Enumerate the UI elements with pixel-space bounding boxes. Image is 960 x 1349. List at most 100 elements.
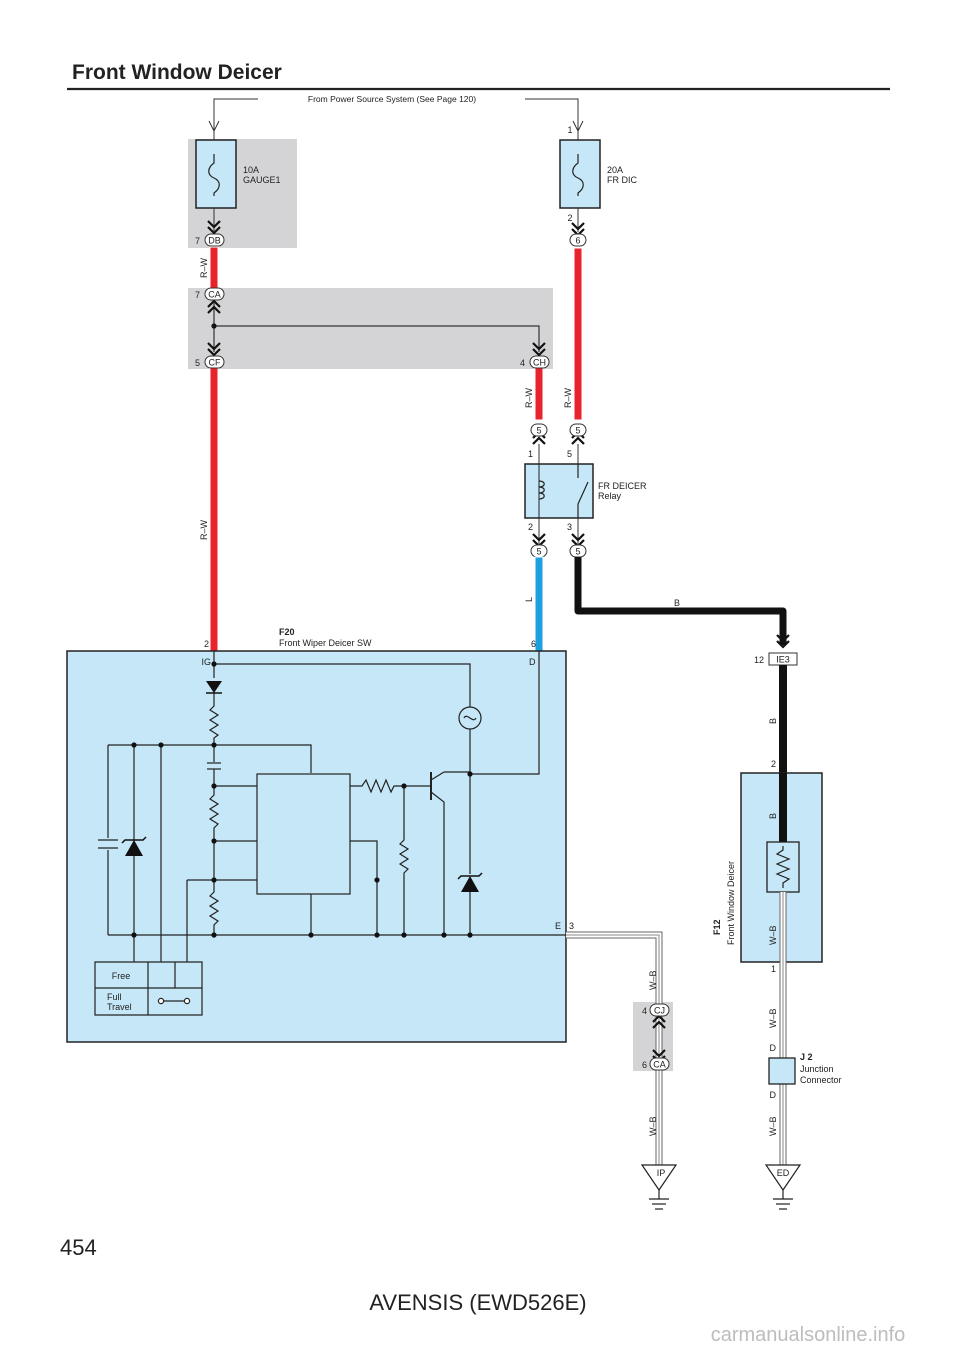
- switch-pin-d-num: 6: [531, 639, 536, 649]
- connector-6: 6: [569, 233, 587, 247]
- relay-coil-icon: [538, 480, 545, 500]
- fr-deicer-relay: [524, 463, 594, 519]
- switch-internal-circuit: [94, 651, 566, 1016]
- black-wire: [574, 557, 787, 645]
- svg-text:6: 6: [642, 1060, 647, 1070]
- switch-pin-e: E: [555, 921, 561, 931]
- model-footer: AVENSIS (EWD526E): [369, 1290, 586, 1315]
- wire-color-rw: R–W: [199, 257, 209, 278]
- frdic-fuse: [559, 139, 601, 209]
- frdic-fuse-rating: 20A: [607, 165, 623, 175]
- svg-text:6: 6: [575, 236, 580, 246]
- watermark: carmanualsonline.info: [711, 1324, 906, 1346]
- svg-text:DB: DB: [208, 236, 221, 246]
- relay-connector-5c: 5: [530, 544, 548, 558]
- ground-icon: [649, 1190, 669, 1210]
- ground-ip-symbol: [640, 1164, 678, 1192]
- switch-position-free: Free: [112, 971, 131, 981]
- switch-diode-icon: [206, 681, 222, 694]
- relay-connector-5d: 5: [569, 544, 587, 558]
- connector-cf: 5 CF: [195, 355, 225, 369]
- connector-ch: 4 CH: [520, 355, 550, 369]
- frdic-pin-in: 1: [567, 125, 572, 135]
- deicer-name: Front Window Deicer: [726, 861, 736, 945]
- wire-color-b: B: [768, 718, 778, 724]
- frdic-fuse-name: FR DIC: [607, 175, 637, 185]
- ground-icon: [773, 1190, 793, 1210]
- switch-position-contacts: [157, 997, 191, 1005]
- deicer-id: F12: [712, 919, 722, 935]
- ground-ed-label: ED: [777, 1168, 790, 1178]
- relay-pin-3: 3: [567, 522, 572, 532]
- wire-color-rw: R–W: [563, 387, 573, 408]
- switch-pin-d: D: [529, 657, 536, 667]
- wire-color-wb: W–B: [648, 970, 658, 990]
- svg-text:CH: CH: [533, 358, 546, 368]
- deicer-pin-top: 2: [771, 759, 776, 769]
- switch-name: Front Wiper Deicer SW: [279, 638, 372, 648]
- svg-text:5: 5: [536, 426, 541, 436]
- switch-pin-ig-num: 2: [204, 639, 209, 649]
- svg-text:4: 4: [520, 358, 525, 368]
- frdic-pin-out: 2: [567, 213, 572, 223]
- connector-cj: 4 CJ: [642, 1003, 670, 1017]
- svg-text:CF: CF: [209, 358, 221, 368]
- power-source-label: From Power Source System (See Page 120): [308, 94, 476, 104]
- black-wire-to-deicer: [779, 665, 787, 860]
- wire-color-wb: W–B: [768, 1116, 778, 1136]
- switch-id: F20: [279, 627, 295, 637]
- wire-color-wb: W–B: [768, 1008, 778, 1028]
- svg-text:4: 4: [642, 1006, 647, 1016]
- ground-wire-ip: [566, 931, 663, 1180]
- gauge-fuse: [195, 139, 237, 209]
- relay-pin-2: 2: [528, 522, 533, 532]
- wire-color-wb: W–B: [768, 925, 778, 945]
- zener-diode-icon: [121, 836, 147, 856]
- wire-color-b: B: [674, 598, 680, 608]
- wire-color-rw: R–W: [524, 387, 534, 408]
- relay-connector-5a: 5: [530, 423, 548, 437]
- svg-text:CA: CA: [208, 290, 221, 300]
- switch-pin-ig: IG: [201, 657, 211, 667]
- wire-color-l: L: [524, 597, 534, 602]
- junction-pin-top: D: [770, 1043, 777, 1053]
- switch-pin-e-num: 3: [569, 921, 574, 931]
- switch-position-travel: Travel: [107, 1002, 132, 1012]
- wire-color-b: B: [768, 813, 778, 819]
- zener-diode-icon: [457, 872, 483, 892]
- junction-id: J 2: [800, 1052, 813, 1062]
- relay-pin-1: 1: [528, 449, 533, 459]
- connector-ca-top: 7 CA: [195, 287, 225, 301]
- connector-ca-bottom: 6 CA: [642, 1057, 670, 1071]
- fuse-icon: [572, 154, 584, 196]
- connector-ie3: 12 IE3: [754, 652, 798, 666]
- gauge-fuse-rating: 10A: [243, 165, 259, 175]
- junction-dots: [131, 661, 473, 938]
- svg-text:7: 7: [195, 236, 200, 246]
- svg-text:7: 7: [195, 290, 200, 300]
- svg-text:CJ: CJ: [654, 1006, 665, 1016]
- wire-color-rw: R–W: [199, 519, 209, 540]
- junction-line1: Junction: [800, 1064, 834, 1074]
- blue-wire: [534, 556, 544, 652]
- svg-text:CA: CA: [653, 1060, 666, 1070]
- svg-text:5: 5: [575, 426, 580, 436]
- junction-block-shade: [188, 288, 553, 369]
- deicer-pin-bottom: 1: [771, 964, 776, 974]
- relay-name: FR DEICER: [598, 481, 647, 491]
- relay-pin-5: 5: [567, 449, 572, 459]
- page-title: Front Window Deicer: [72, 61, 282, 84]
- junction-pin-bottom: D: [770, 1090, 777, 1100]
- switch-position-full: Full: [107, 992, 122, 1002]
- fuse-icon: [208, 154, 220, 196]
- junction-connector: [768, 1057, 796, 1085]
- relay-type: Relay: [598, 491, 622, 501]
- relay-contact-icon: [577, 464, 589, 518]
- page-number: 454: [60, 1235, 97, 1260]
- svg-text:12: 12: [754, 655, 764, 665]
- power-wire-right: [525, 98, 579, 130]
- svg-text:IE3: IE3: [776, 655, 790, 665]
- svg-text:5: 5: [195, 358, 200, 368]
- svg-text:5: 5: [536, 547, 541, 557]
